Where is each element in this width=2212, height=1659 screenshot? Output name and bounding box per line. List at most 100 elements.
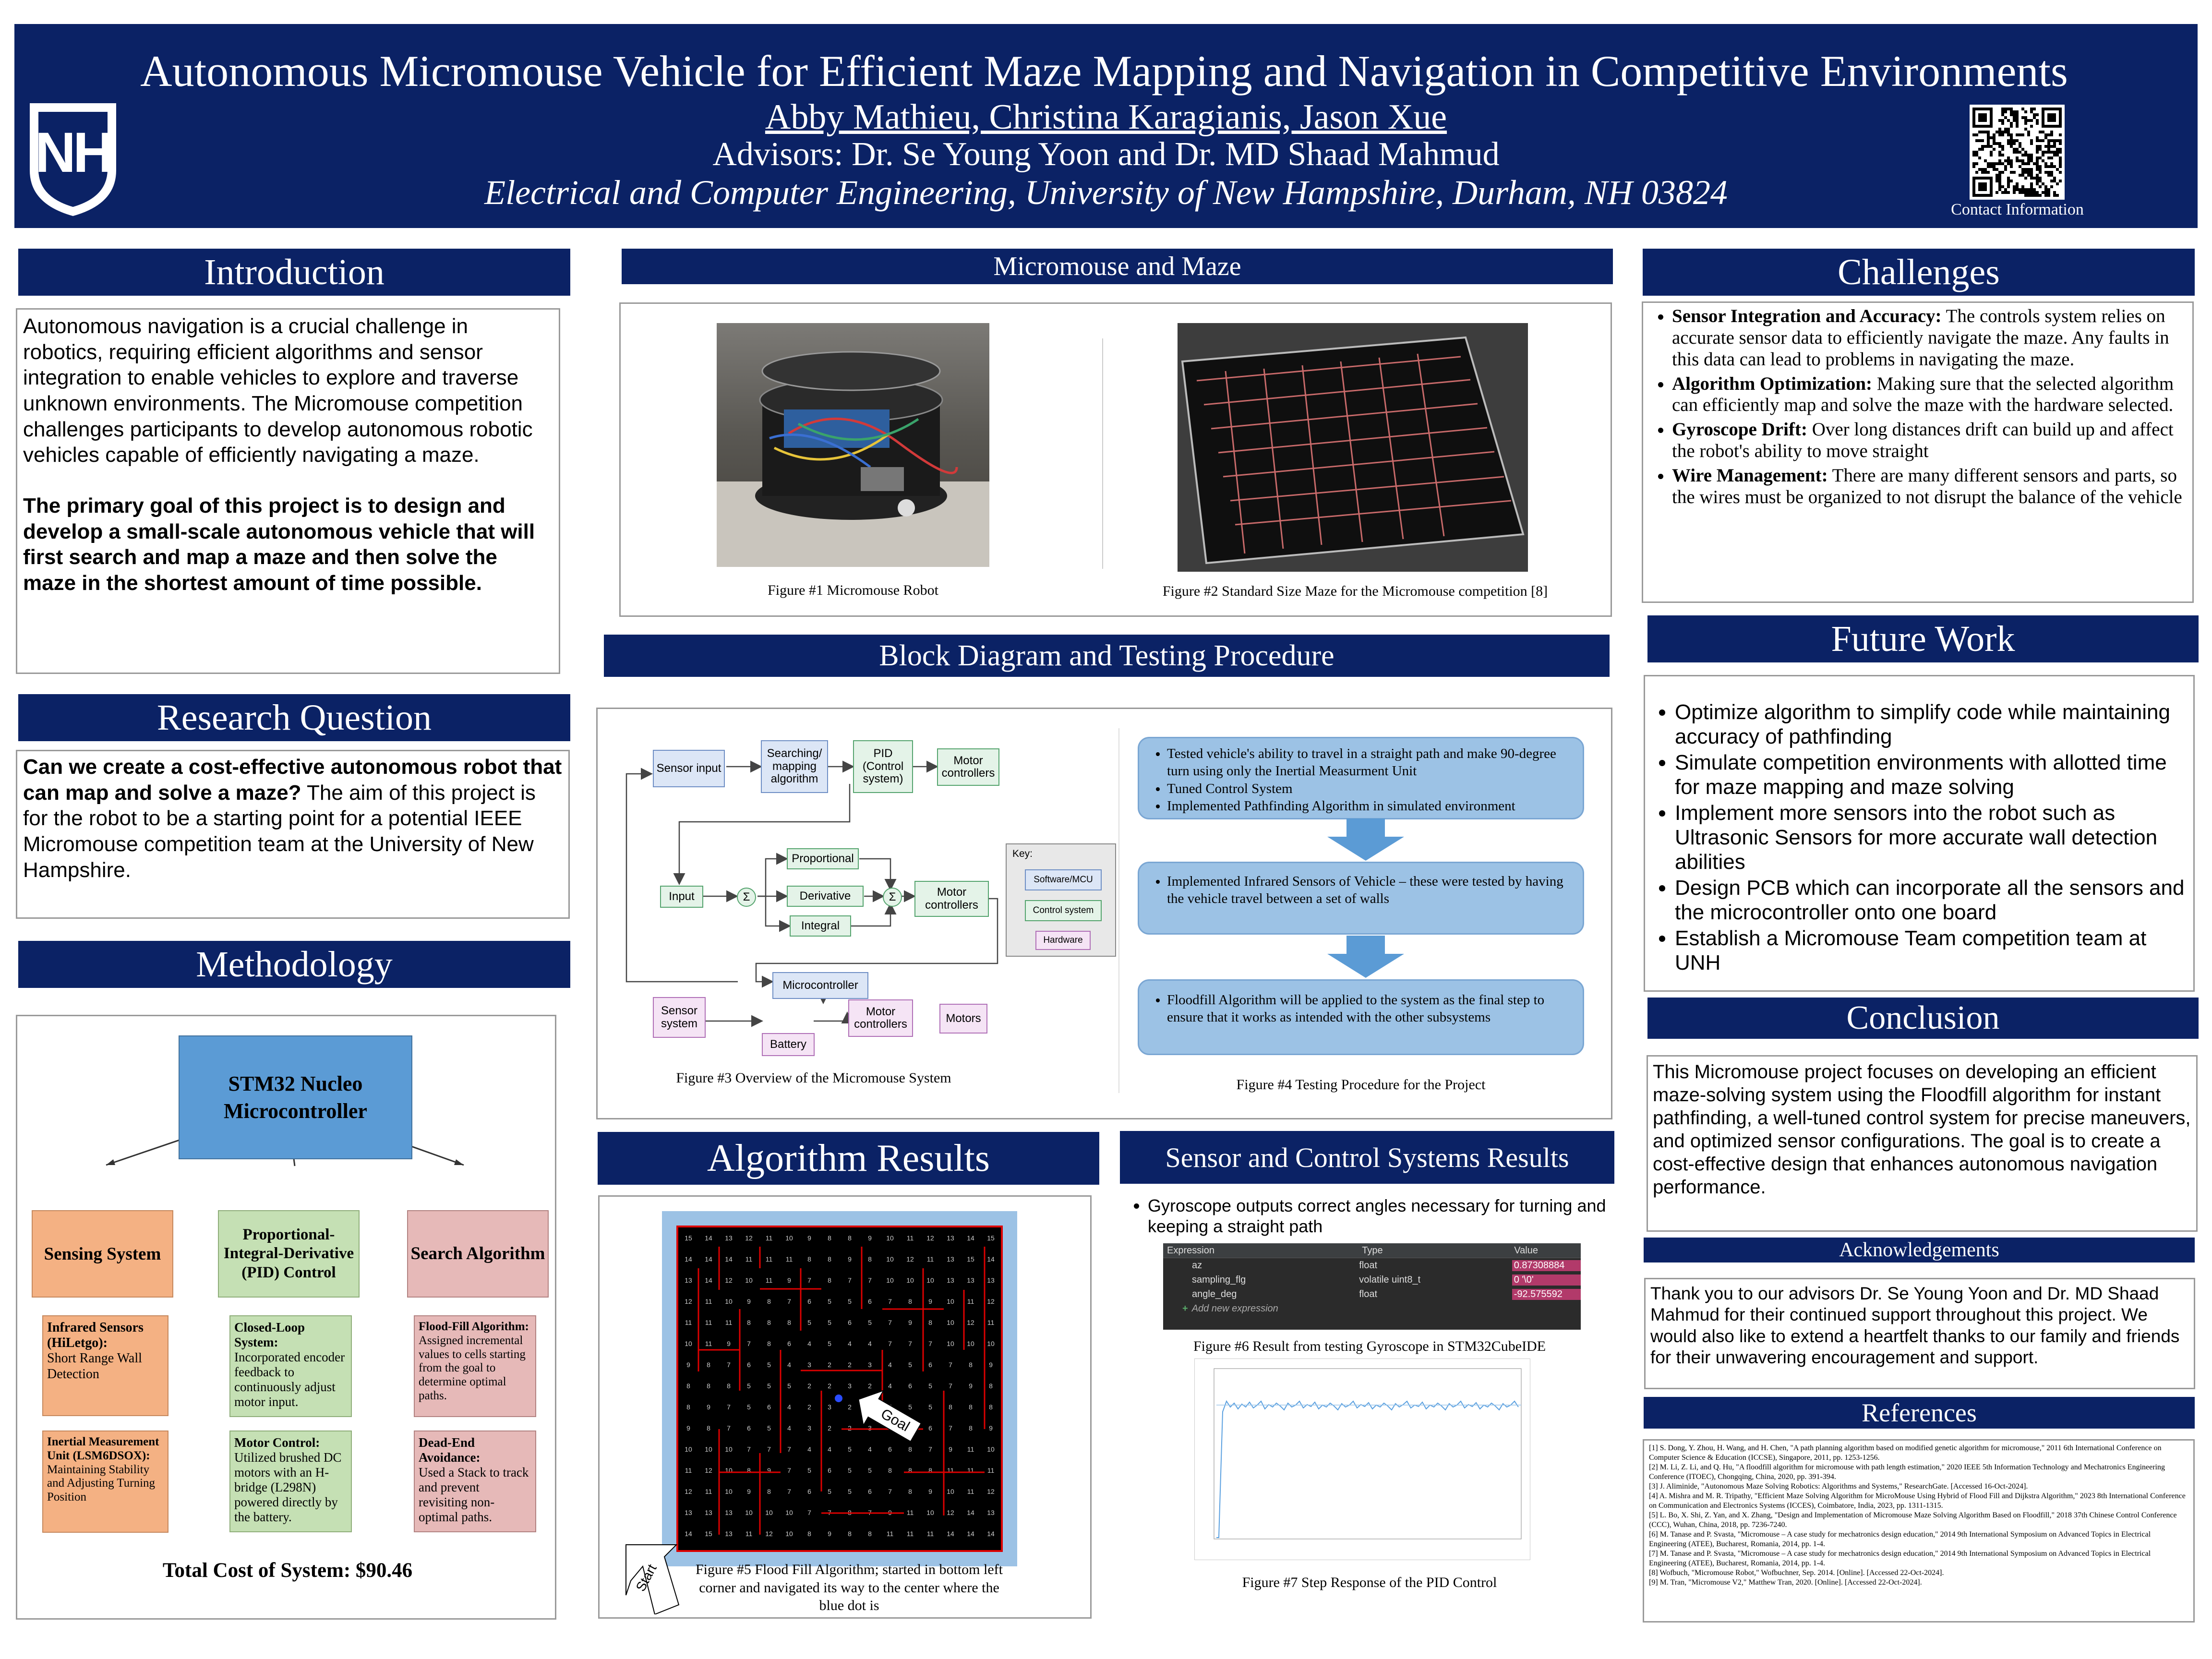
poster-affiliation: Electrical and Computer Engineering, Uni…: [484, 173, 1728, 212]
maze-cell: 3: [807, 1424, 811, 1432]
figure-7-caption: Figure #7 Step Response of the PID Contr…: [1242, 1575, 1497, 1590]
maze-cell: 11: [906, 1234, 914, 1242]
maze-cell: 11: [926, 1255, 934, 1263]
maze-cell: 7: [888, 1298, 892, 1305]
maze-cell: 7: [727, 1403, 731, 1411]
maze-cell: 11: [705, 1340, 712, 1347]
maze-cell: 10: [745, 1509, 753, 1516]
maze-cell: 8: [747, 1467, 751, 1474]
maze-cell: 4: [868, 1340, 872, 1347]
reference-item: [7] M. Tanase and P. Svasta, "Micromouse…: [1649, 1550, 2151, 1567]
maze-cell: 8: [686, 1403, 690, 1411]
maze-cell: 8: [707, 1424, 710, 1432]
maze-cell: 10: [785, 1530, 793, 1538]
key-control: Control system: [1025, 900, 1102, 921]
maze-cell: 7: [787, 1445, 791, 1453]
gyroscope-bullet: Gyroscope outputs correct angles necessa…: [1148, 1195, 1617, 1237]
maze-cell: 7: [787, 1467, 791, 1474]
maze-cell: 8: [908, 1488, 912, 1495]
input-node: Input: [660, 886, 703, 908]
maze-cell: 9: [747, 1298, 751, 1305]
future-work-heading: Future Work: [1647, 615, 2199, 662]
center-divider: [1102, 338, 1103, 569]
table-row[interactable]: az float 0.87308884: [1163, 1258, 1581, 1273]
maze-cell: 11: [705, 1488, 712, 1495]
sensing-system-node: Sensing System: [32, 1210, 173, 1298]
test-step-1: Tested vehicle's ability to travel in a …: [1138, 737, 1584, 819]
maze-cell: 6: [868, 1488, 872, 1495]
maze-cell: 7: [868, 1276, 872, 1284]
maze-cell: 3: [868, 1361, 872, 1369]
sensor-results-area: Gyroscope outputs correct angles necessa…: [1120, 1195, 1617, 1623]
maze-cell: 7: [727, 1424, 731, 1432]
maze-cell: 10: [886, 1276, 894, 1284]
add-expression-row[interactable]: + Add new expression: [1163, 1301, 1581, 1316]
maze-cell: 7: [727, 1361, 731, 1369]
maze-cell: 10: [685, 1445, 692, 1453]
table-row[interactable]: sampling_flg volatile uint8_t 0 '\0': [1163, 1273, 1581, 1287]
down-arrow-icon: [1327, 936, 1404, 978]
maze-cell: 8: [747, 1319, 751, 1326]
battery-node: Battery: [762, 1033, 815, 1056]
maze-cell: 10: [705, 1445, 712, 1453]
standard-maze-photo: [1178, 323, 1528, 572]
plus-icon: +: [1182, 1303, 1188, 1314]
challenge-item: Gyroscope Drift: Over long distances dri…: [1672, 419, 2188, 462]
maze-cell: 8: [888, 1467, 892, 1474]
maze-cell: 13: [947, 1276, 954, 1284]
imu-node: Inertial Measurement Unit (LSM6DSOX):Mai…: [42, 1431, 168, 1533]
maze-cell: 5: [868, 1467, 872, 1474]
dead-end-node: Dead-End Avoidance:Used a Stack to track…: [414, 1431, 536, 1532]
maze-cell: 10: [886, 1255, 894, 1263]
maze-cell: 9: [828, 1530, 831, 1538]
maze-cell: 7: [949, 1382, 952, 1390]
maze-cell: 12: [967, 1319, 974, 1326]
maze-cell: 7: [767, 1445, 771, 1453]
maze-cell: 11: [785, 1255, 793, 1263]
expr-cell: az: [1192, 1260, 1202, 1271]
maze-cell: 7: [747, 1445, 751, 1453]
maze-cell: 5: [828, 1319, 831, 1326]
maze-cell: 12: [987, 1488, 995, 1495]
maze-cell: 8: [989, 1382, 993, 1390]
table-row[interactable]: angle_deg float -92.575592: [1163, 1287, 1581, 1301]
maze-cell: 9: [686, 1361, 690, 1369]
maze-cell: 7: [888, 1488, 892, 1495]
pid-control-node: Proportional-Integral-Derivative (PID) C…: [218, 1210, 360, 1298]
maze-cell: 9: [807, 1234, 811, 1242]
maze-cell: 4: [807, 1340, 811, 1347]
maze-cell: 14: [967, 1234, 974, 1242]
reference-item: [1] S. Dong, Y. Zhou, H. Wang, and H. Ch…: [1649, 1444, 2162, 1462]
maze-cell: 9: [787, 1276, 791, 1284]
goal-arrow-icon: [858, 1389, 922, 1443]
table-header: Type: [1362, 1245, 1383, 1256]
maze-cell: 8: [868, 1530, 872, 1538]
research-question-rest: The aim of this project is for the robot…: [23, 781, 536, 882]
maze-cell: 5: [928, 1403, 932, 1411]
maze-cell: 10: [906, 1276, 914, 1284]
start-arrow-icon: [625, 1544, 680, 1614]
maze-cell: 11: [906, 1509, 914, 1516]
test-step-1-item: Implemented Pathfinding Algorithm in sim…: [1167, 797, 1574, 815]
maze-walls: [697, 1247, 986, 1535]
sigma-node-2: Σ: [883, 888, 902, 907]
maze-cell: 13: [987, 1276, 995, 1284]
maze-cell: 8: [767, 1298, 771, 1305]
maze-cell: 14: [705, 1276, 712, 1284]
maze-cell: 4: [888, 1361, 892, 1369]
maze-cell: 10: [685, 1340, 692, 1347]
add-expression-label: Add new expression: [1191, 1303, 1278, 1314]
maze-cell: 13: [685, 1276, 692, 1284]
qr-code-icon: [1972, 108, 2062, 197]
references-heading: References: [1644, 1397, 2195, 1429]
unh-shield-icon: [30, 103, 116, 216]
maze-cell: 11: [685, 1319, 692, 1326]
maze-cell: 8: [767, 1488, 771, 1495]
maze-cell: 8: [727, 1382, 731, 1390]
maze-cell: 11: [926, 1530, 934, 1538]
methodology-heading: Methodology: [18, 941, 570, 988]
maze-cell: 9: [727, 1340, 731, 1347]
maze-cell: 13: [725, 1509, 733, 1516]
qr-code[interactable]: [1970, 105, 2065, 200]
